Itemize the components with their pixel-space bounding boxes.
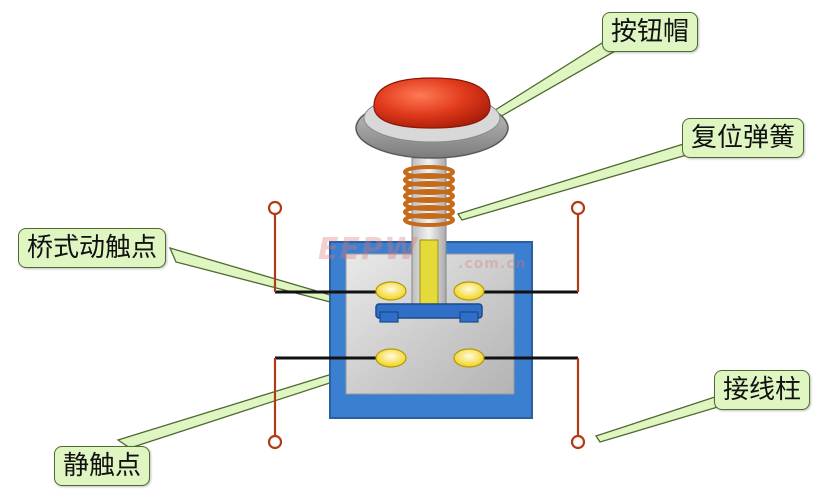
static-contact-left (375, 348, 407, 368)
terminal-top-right (570, 200, 586, 216)
label-terminal: 接线柱 (714, 370, 811, 410)
watermark-domain: .com.cn (458, 256, 527, 272)
bridge-contact-bar (375, 303, 483, 319)
label-static-contact: 静触点 (54, 446, 151, 486)
button-cap-dome (373, 77, 491, 129)
pointer-terminal (594, 395, 730, 443)
moving-contact-right (453, 281, 485, 301)
static-contact-right (453, 348, 485, 368)
terminal-posts (267, 200, 586, 450)
callout-pointers (116, 37, 730, 449)
plunger-inner-core (419, 239, 439, 307)
terminal-wires (275, 290, 578, 360)
watermark-logo: EEPW (318, 232, 419, 267)
return-spring-coil (403, 165, 455, 227)
terminal-top-left (267, 200, 283, 216)
terminal-bottom-right (570, 434, 586, 450)
label-bridge-contact: 桥式动触点 (18, 228, 167, 268)
contact-dots (375, 281, 485, 368)
label-return-spring: 复位弹簧 (682, 118, 805, 158)
label-button-cap: 按钮帽 (602, 12, 699, 52)
moving-contact-left (375, 281, 407, 301)
terminal-bottom-left (267, 434, 283, 450)
